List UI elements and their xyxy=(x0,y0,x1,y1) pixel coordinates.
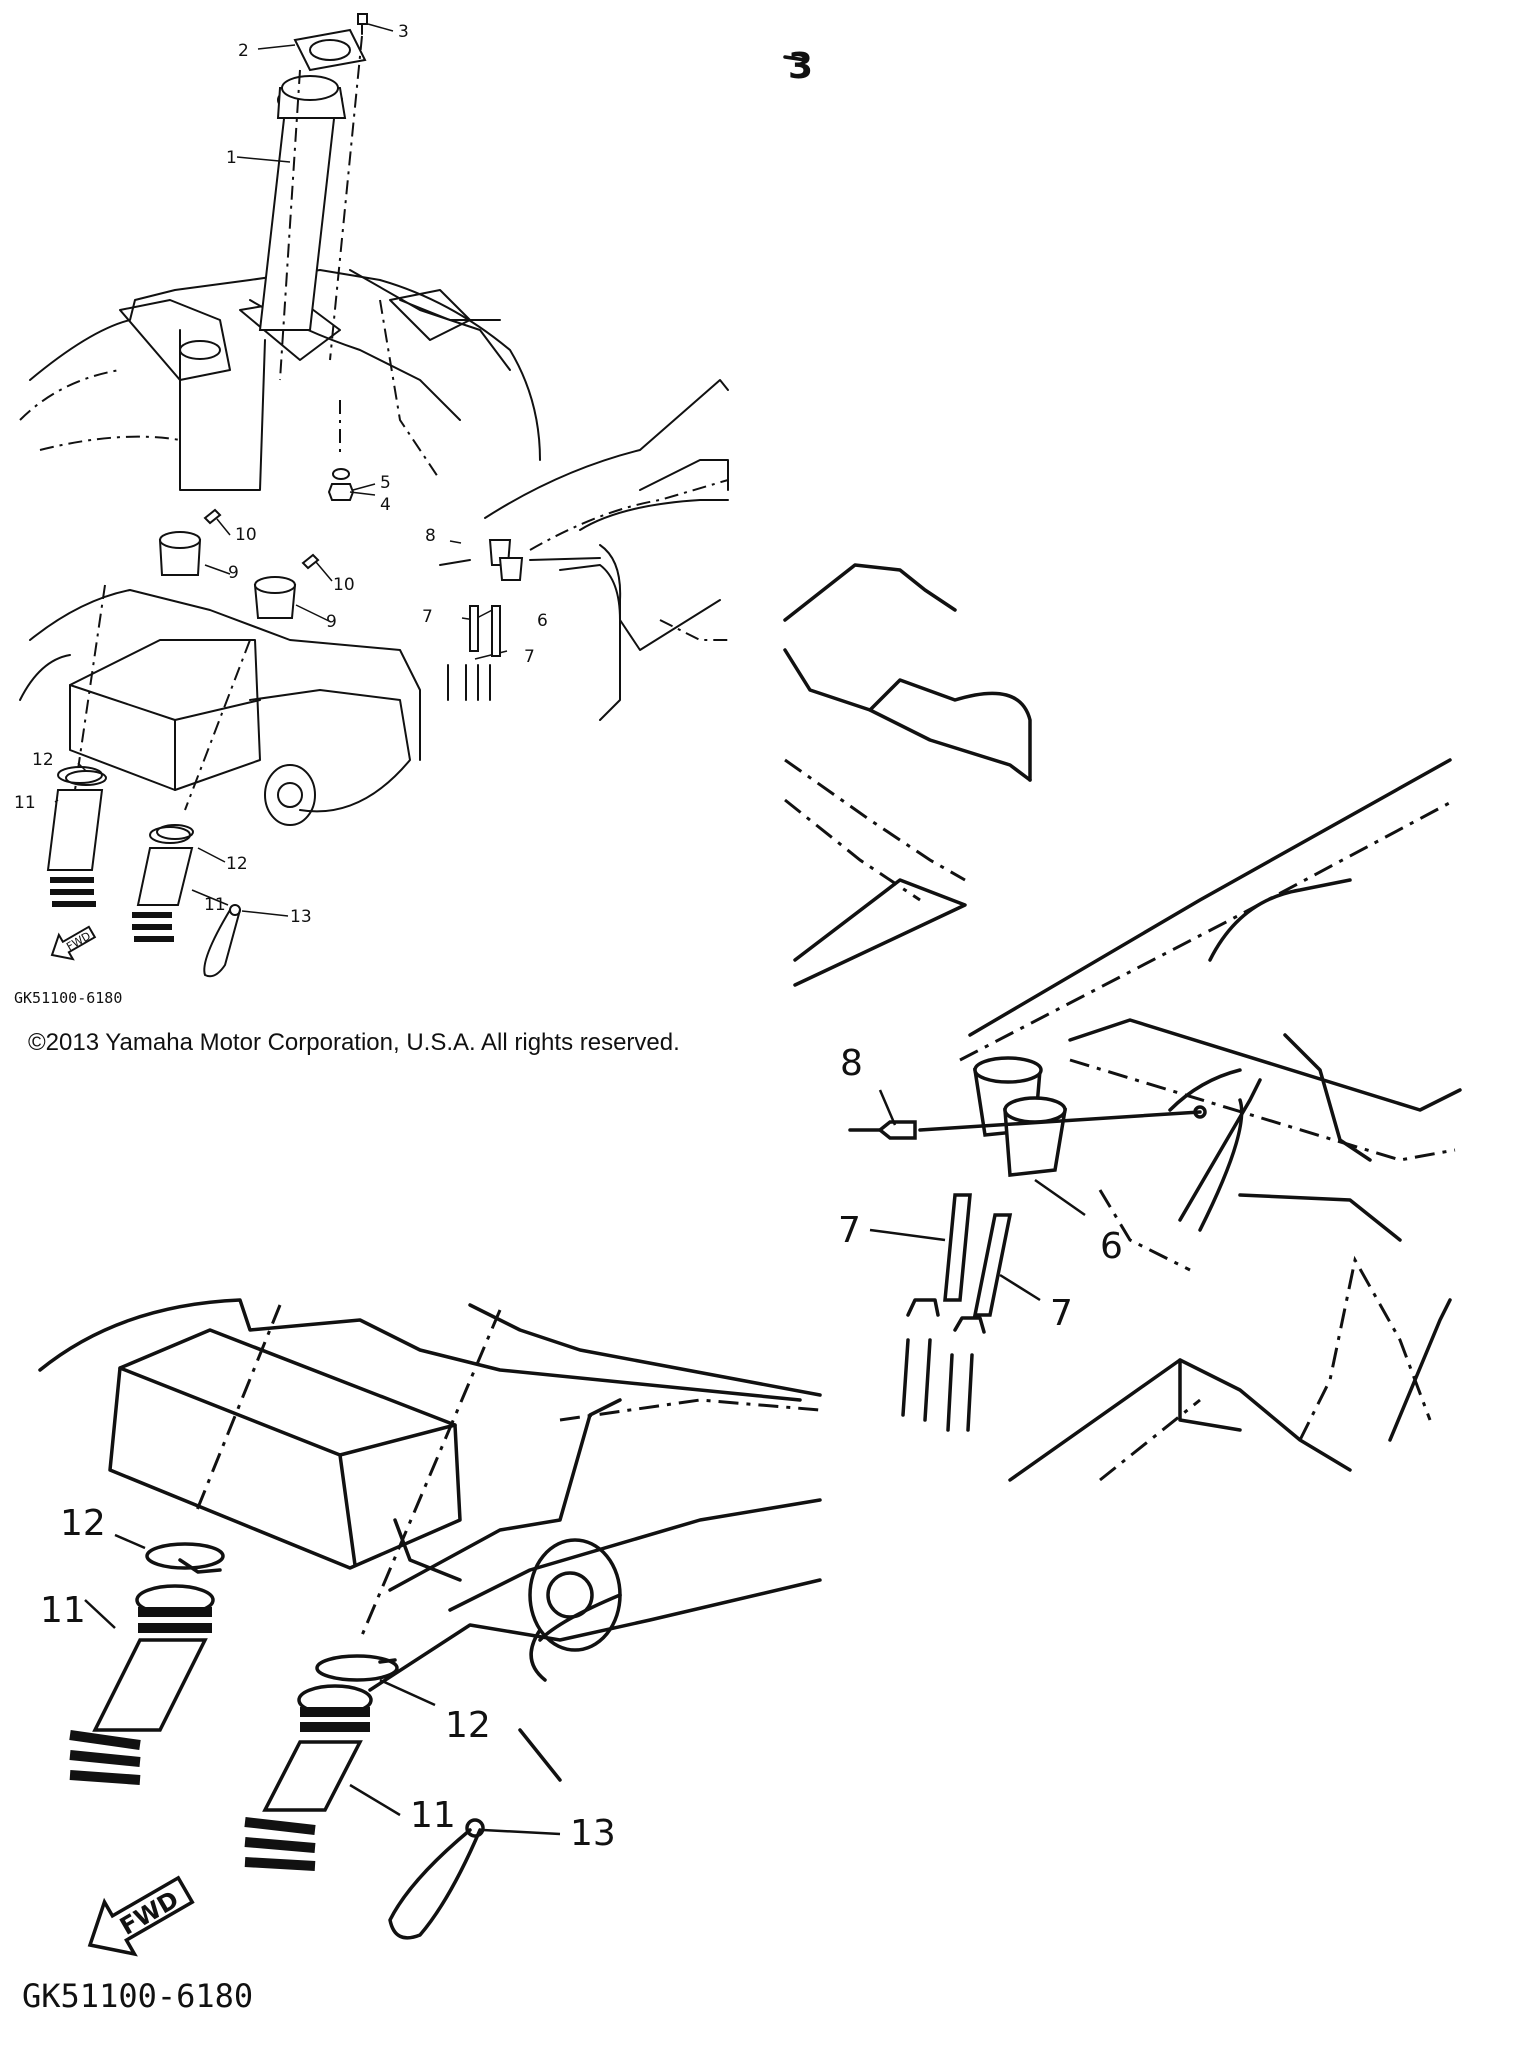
callout-11-right-detail: 11 xyxy=(410,1795,456,1836)
hose-part-11-left-detail xyxy=(69,1584,215,1785)
callout-13-detail: 13 xyxy=(570,1813,616,1854)
callout-5: 5 xyxy=(380,473,391,493)
screw-part-8-small xyxy=(439,559,471,566)
callout-7-detail-b: 7 xyxy=(1050,1293,1073,1334)
callout-7-a: 7 xyxy=(422,607,433,627)
callout-6: 6 xyxy=(537,611,548,631)
hose-part-7-a xyxy=(943,1193,972,1302)
callout-11-right: 11 xyxy=(204,895,226,915)
washer-part-5 xyxy=(332,468,350,480)
page-reference: 3 xyxy=(788,46,813,87)
callout-8-detail: 8 xyxy=(840,1043,863,1084)
tank-box-detail xyxy=(108,1328,462,1570)
callout-12-left-detail: 12 xyxy=(60,1503,106,1544)
callout-11-left-detail: 11 xyxy=(40,1590,86,1631)
hose-part-7-b xyxy=(972,1213,1013,1317)
diagram-code-large: GK51100-6180 xyxy=(22,1977,253,2015)
strap-part-13-detail xyxy=(388,1818,485,1940)
callout-12-right-detail: 12 xyxy=(445,1705,491,1746)
hose-part-11-left xyxy=(46,766,104,907)
detail-fuel-fittings: 8 6 7 7 xyxy=(783,563,1462,1482)
fwd-arrow-small: FWD xyxy=(50,925,97,961)
callout-10-right: 10 xyxy=(333,575,355,595)
clamp-part-12-left-detail xyxy=(145,1542,225,1574)
screw-part-8 xyxy=(848,1105,1207,1140)
callout-8: 8 xyxy=(425,526,436,546)
fwd-arrow-large: FWD xyxy=(87,1875,195,1957)
gasket-part-2 xyxy=(293,28,367,72)
copyright-notice: ©2013 Yamaha Motor Corporation, U.S.A. A… xyxy=(28,1029,680,1056)
diagram-code-small: GK51100-6180 xyxy=(14,989,122,1007)
callout-11-left: 11 xyxy=(14,793,36,813)
clamp-part-12-right-detail xyxy=(315,1654,399,1682)
callout-7-b: 7 xyxy=(524,647,535,667)
fitting-part-6-small-b xyxy=(498,557,524,581)
scupper-detail xyxy=(528,1538,622,1652)
tank-box xyxy=(69,639,261,791)
callout-12-left: 12 xyxy=(32,750,54,770)
callout-6-detail: 6 xyxy=(1100,1226,1123,1267)
nut-part-4 xyxy=(327,483,355,501)
callout-4: 4 xyxy=(380,495,391,515)
callout-12-right: 12 xyxy=(226,854,248,874)
vent-part-10-right xyxy=(301,553,320,570)
hose-part-7-small-a xyxy=(469,605,479,652)
hull-outline xyxy=(29,269,541,461)
hose-part-7-small-b xyxy=(491,605,501,657)
fitting-part-6 xyxy=(972,1056,1068,1177)
hose-part-11-right-detail xyxy=(244,1684,373,1871)
detail-hoses-clamps: FWD 12 11 12 11 13 GK51100-6180 xyxy=(22,1298,822,2015)
clamp-part-12-right xyxy=(156,824,194,840)
cup-part-9-right xyxy=(253,576,297,619)
hose-part-11-right xyxy=(132,826,194,942)
filler-pipe-part-1 xyxy=(258,75,347,331)
callout-1: 1 xyxy=(226,148,237,168)
overview-diagram: FWD 2 3 1 4 5 10 9 10 9 8 6 7 7 12 11 xyxy=(14,13,729,1007)
callout-7-detail-a: 7 xyxy=(838,1210,861,1251)
bolt-part-3 xyxy=(357,13,368,35)
callout-10-left: 10 xyxy=(235,525,257,545)
vent-part-10-left xyxy=(203,508,222,525)
cup-part-9-left xyxy=(158,531,202,576)
callout-13: 13 xyxy=(290,907,312,927)
callout-9-left: 9 xyxy=(228,563,239,583)
callout-9-right: 9 xyxy=(326,612,337,632)
callout-2: 2 xyxy=(238,41,249,61)
callout-3: 3 xyxy=(398,22,409,42)
strap-part-13 xyxy=(203,909,241,978)
